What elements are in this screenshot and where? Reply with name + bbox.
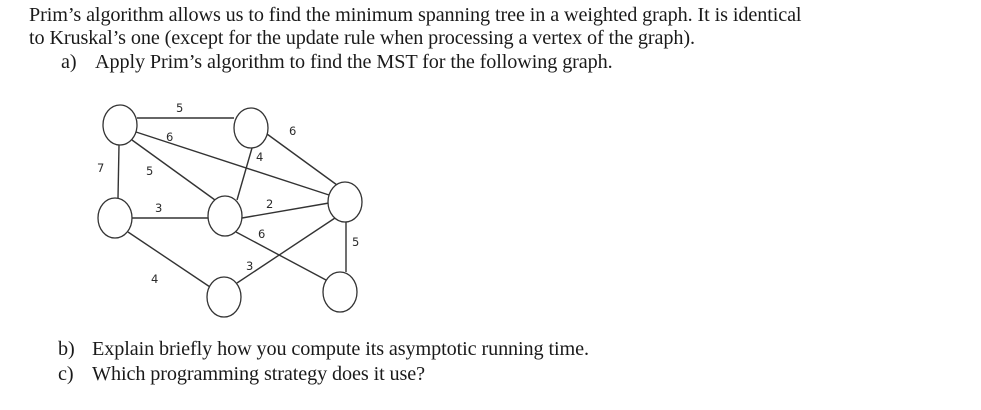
graph-node-F	[206, 276, 242, 318]
graph-node-D	[207, 195, 243, 237]
weight-C-D: 3	[155, 201, 162, 215]
edge-C-F	[127, 231, 211, 288]
weight-B-D: 4	[256, 150, 263, 164]
question-b: b) Explain briefly how you compute its as…	[58, 337, 589, 361]
weight-A-D: 5	[146, 164, 153, 178]
intro-line-2: to Kruskal’s one (except for the update …	[29, 27, 695, 49]
graph-node-E	[327, 181, 363, 223]
weight-B-E: 6	[289, 124, 296, 138]
question-a-text: Apply Prim’s algorithm to find the MST f…	[95, 51, 613, 73]
weight-A-C: 7	[97, 161, 104, 175]
graph-edges	[117, 117, 347, 288]
graph-edge-weights: 5 6 7 5 6 4 3 4 2 6 5 3	[97, 101, 359, 286]
question-b-text: Explain briefly how you compute its asym…	[92, 338, 589, 360]
weight-D-G: 6	[258, 227, 265, 241]
graph-node-C	[97, 197, 133, 239]
edge-E-F	[236, 217, 336, 284]
graph-node-G	[322, 271, 358, 313]
edge-D-E	[241, 202, 330, 219]
weighted-graph-diagram: 5 6 7 5 6 4 3 4 2 6 5 3	[97, 101, 363, 318]
edge-A-E	[135, 131, 330, 196]
question-a-label: a)	[61, 51, 77, 73]
intro-line-1: Prim’s algorithm allows us to find the m…	[29, 4, 802, 26]
weight-C-F: 4	[151, 272, 158, 286]
weight-E-F: 3	[246, 259, 253, 273]
graph-node-B	[233, 107, 269, 149]
edge-A-D	[131, 139, 216, 201]
question-c: c) Which programming strategy does it use…	[58, 362, 425, 386]
weight-E-G: 5	[352, 235, 359, 249]
weight-D-E: 2	[266, 197, 273, 211]
question-b-label: b)	[58, 338, 75, 360]
graph-nodes	[97, 104, 363, 318]
weight-A-B: 5	[176, 101, 183, 115]
edge-B-D	[236, 147, 253, 201]
edge-B-E	[266, 133, 338, 186]
edge-A-C	[117, 144, 120, 199]
question-c-text: Which programming strategy does it use?	[92, 363, 426, 385]
weight-A-E: 6	[166, 130, 173, 144]
edge-D-G	[235, 231, 327, 281]
graph-node-A	[102, 104, 138, 146]
question-c-label: c)	[58, 363, 74, 385]
question-a: a) Apply Prim’s algorithm to find the MST…	[61, 50, 613, 74]
